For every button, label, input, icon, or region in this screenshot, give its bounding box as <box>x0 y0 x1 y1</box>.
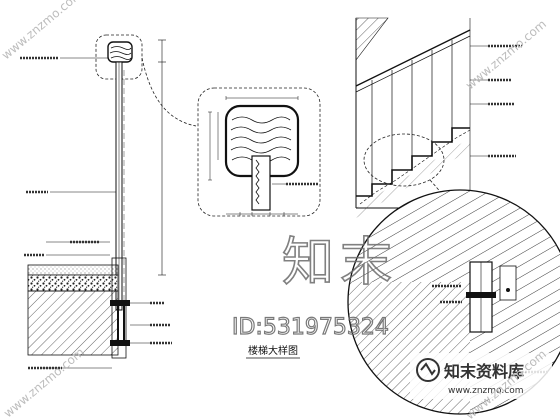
railing-elevation <box>20 34 172 370</box>
handrail-section-frame <box>197 87 321 217</box>
watermark-diagonal-bottom-left: www.znzmo.com <box>1 345 87 420</box>
logo-text: 知末资料库 <box>444 362 524 381</box>
anchor-plate-lower <box>110 340 130 346</box>
handrail-section-detail <box>141 57 321 217</box>
watermark-diagonal-top-right: www.znzmo.com <box>463 17 549 92</box>
stair-callout <box>363 133 445 187</box>
watermark-diagonal-top-left: www.znzmo.com <box>0 0 85 62</box>
floor-gravel-layer <box>27 274 119 292</box>
floor-finish <box>27 264 119 276</box>
floor-slab <box>27 290 119 356</box>
watermark-logo: 知末资料库 www.znzmo.com <box>410 353 552 399</box>
steel-flat-bar <box>251 155 271 211</box>
anchor-plate-upper <box>110 300 130 306</box>
stair-elevation <box>355 17 522 227</box>
watermark-id: ID:531975324 <box>232 315 389 340</box>
watermark-big-text: 知末 <box>282 233 398 293</box>
logo-url: www.znzmo.com <box>448 386 523 396</box>
stair-steps <box>356 127 470 197</box>
logo-mark-icon <box>416 358 440 382</box>
handrail-cap-callout <box>95 34 143 80</box>
detail-circle-outline <box>347 189 560 415</box>
drawing-title: 楼梯大样图 <box>248 344 298 357</box>
